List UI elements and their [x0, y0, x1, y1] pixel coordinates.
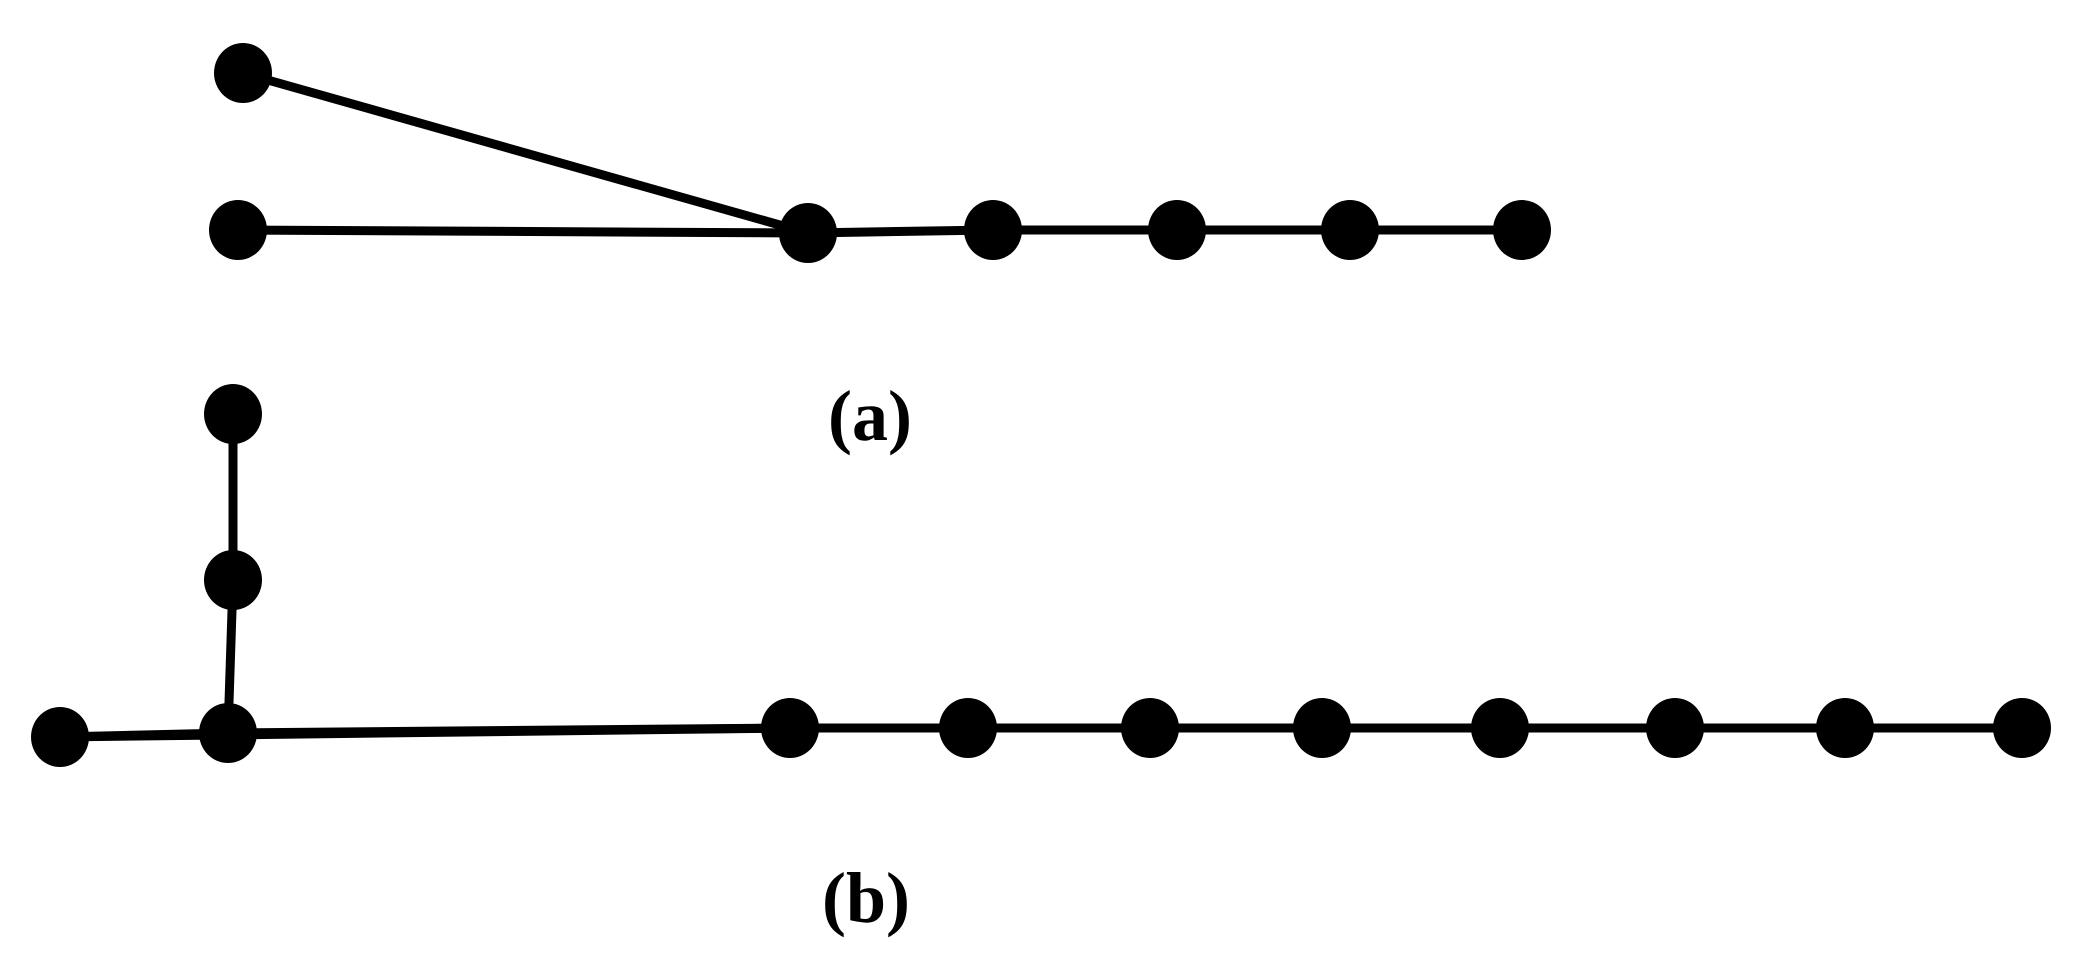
- graph-a: (a): [209, 43, 1551, 456]
- graph-a-node-0: [214, 43, 272, 103]
- graph-b-node-0: [204, 384, 262, 444]
- graph-b-node-4: [761, 698, 819, 758]
- graph-b-node-8: [1471, 698, 1529, 758]
- graph-b-nodes: [31, 384, 2051, 767]
- graph-b-node-10: [1816, 698, 1874, 758]
- graph-b-edge-4: [223, 723, 795, 738]
- graph-a-node-6: [1493, 200, 1551, 260]
- graph-b-node-9: [1646, 698, 1704, 758]
- graph-b-node-2: [199, 703, 257, 763]
- graph-a-node-5: [1321, 200, 1379, 260]
- graph-b-node-3: [31, 707, 89, 767]
- graph-a-node-4: [1148, 200, 1206, 260]
- graph-b-node-5: [939, 698, 997, 758]
- graph-a-node-1: [209, 200, 267, 260]
- caption-a: (a): [828, 376, 912, 456]
- graph-a-edge-2: [803, 225, 998, 238]
- graph-a-edge-1: [233, 225, 813, 238]
- graph-b-node-7: [1293, 698, 1351, 758]
- caption-b: (b): [822, 858, 910, 938]
- graph-a-node-2: [779, 203, 837, 263]
- graph-b-node-6: [1121, 698, 1179, 758]
- graph-a-node-3: [964, 200, 1022, 260]
- graph-a-edge-0: [238, 68, 813, 238]
- graph-b-node-11: [1993, 698, 2051, 758]
- graph-a-nodes: [209, 43, 1551, 263]
- graph-b: (b): [31, 384, 2051, 938]
- graph-b-node-1: [204, 550, 262, 610]
